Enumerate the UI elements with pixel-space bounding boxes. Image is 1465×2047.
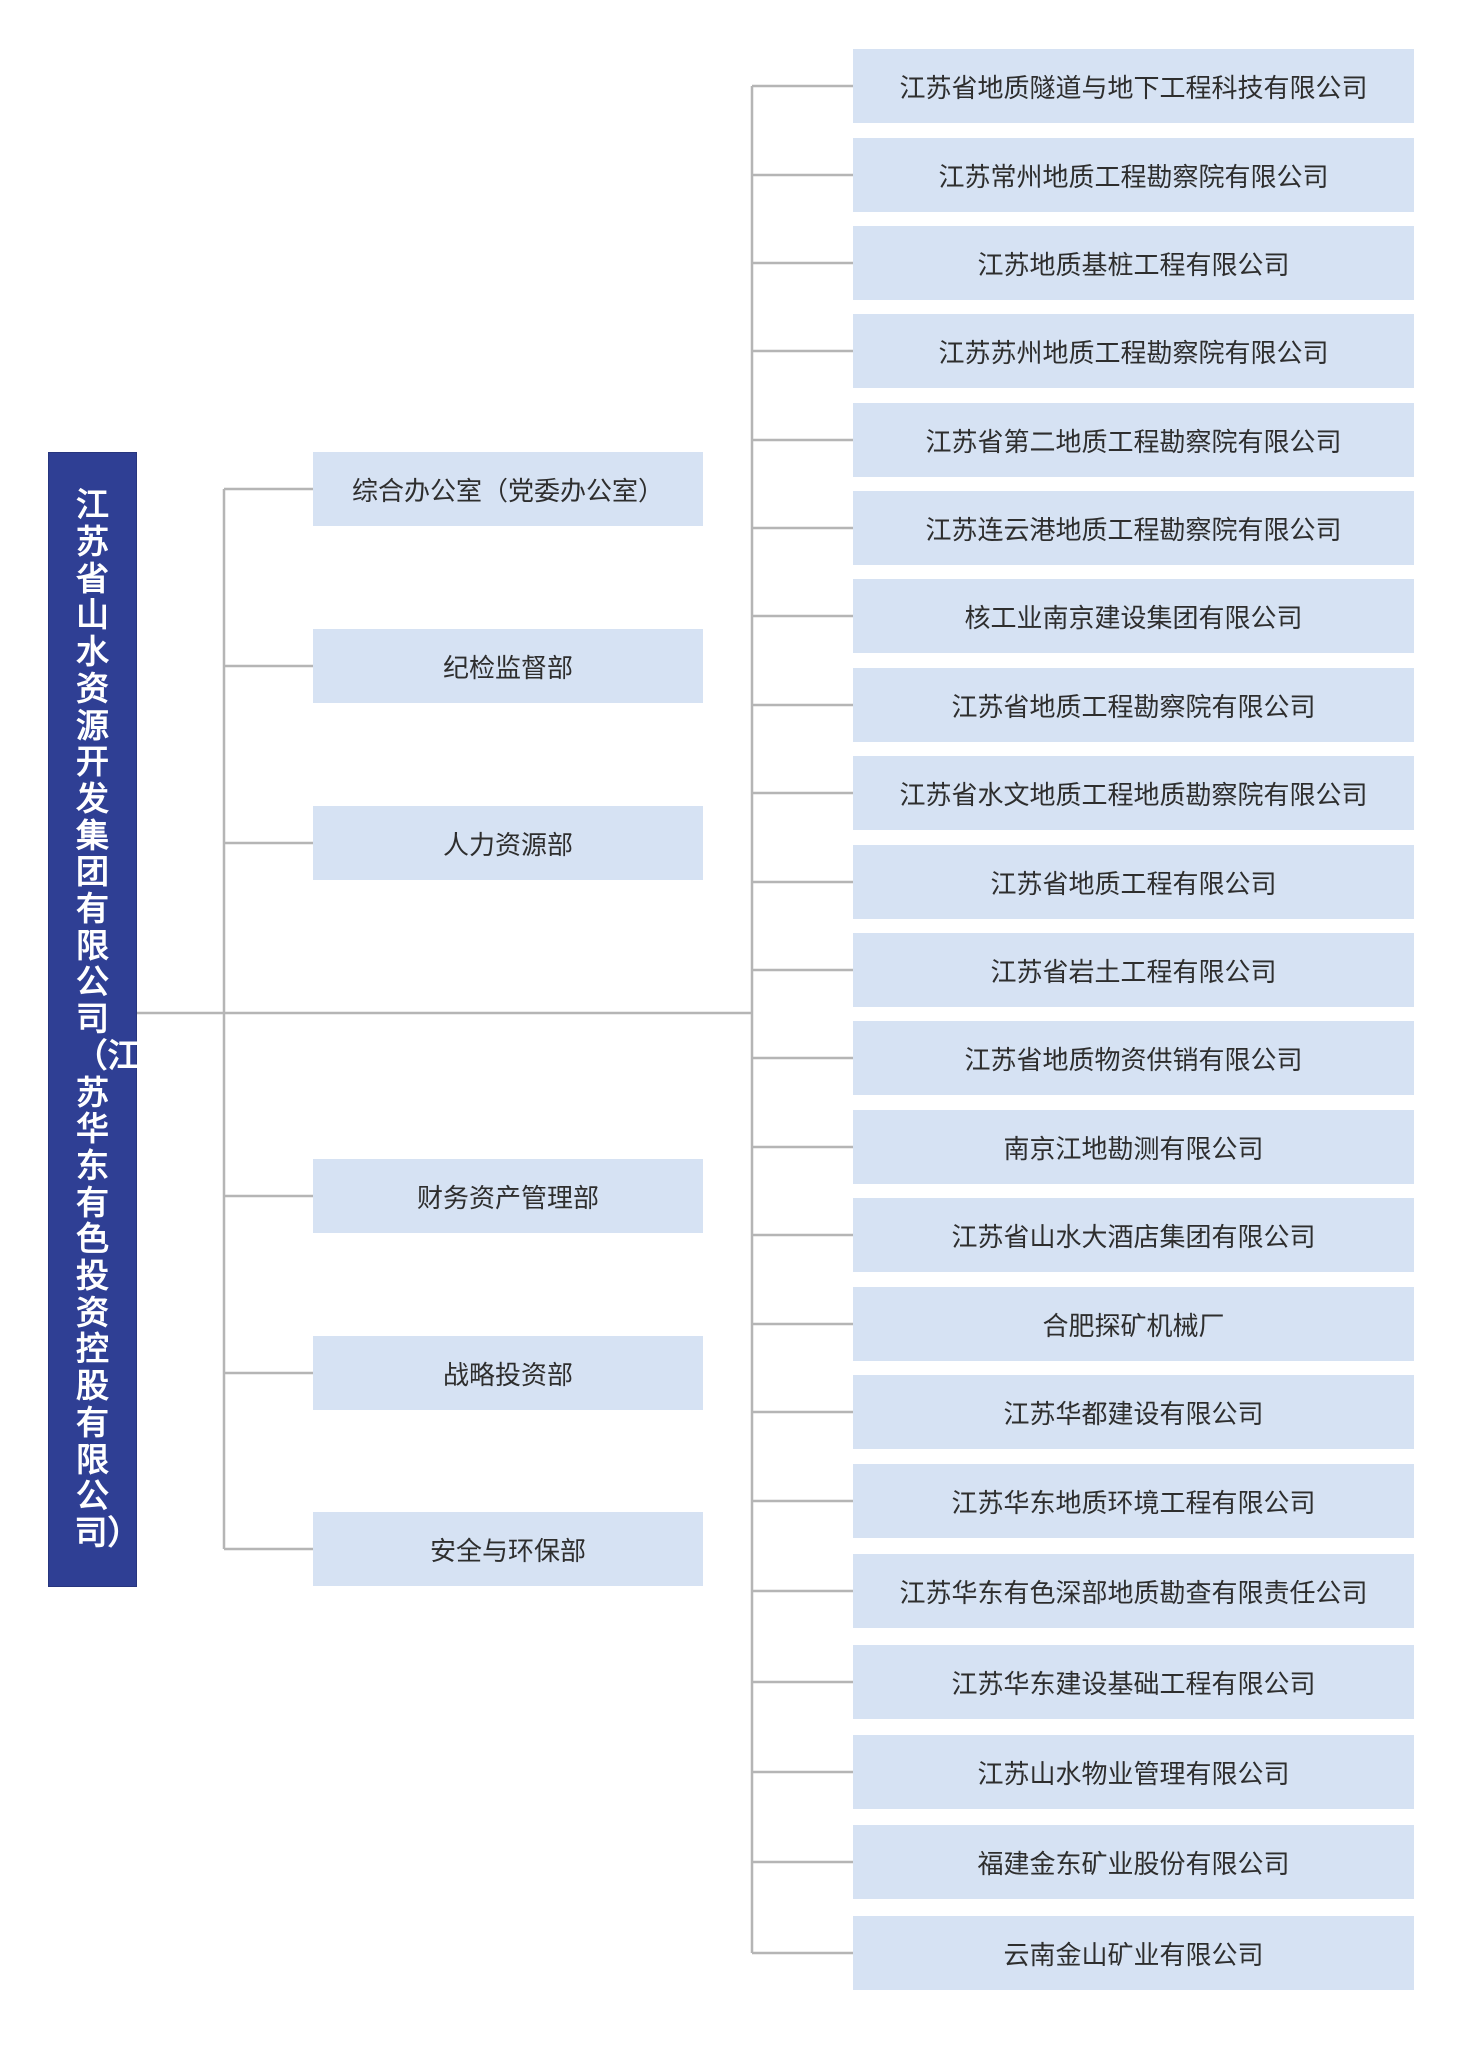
subsidiary-label: 云南金山矿业有限公司 <box>1003 1940 1264 1971</box>
subsidiary-box: 江苏常州地质工程勘察院有限公司 <box>853 138 1414 212</box>
subsidiary-box: 江苏连云港地质工程勘察院有限公司 <box>853 491 1414 565</box>
subsidiary-label: 江苏省地质工程勘察院有限公司 <box>951 692 1316 723</box>
subsidiary-label: 江苏常州地质工程勘察院有限公司 <box>938 162 1329 193</box>
subsidiary-label: 福建金东矿业股份有限公司 <box>977 1849 1290 1880</box>
department-label: 战略投资部 <box>442 1360 573 1391</box>
subsidiary-label: 江苏省水文地质工程地质勘察院有限公司 <box>899 780 1368 811</box>
subsidiary-box: 江苏华都建设有限公司 <box>853 1375 1414 1449</box>
subsidiary-box: 江苏地质基桩工程有限公司 <box>853 226 1414 300</box>
subsidiary-label: 合肥探矿机械厂 <box>1042 1311 1225 1342</box>
subsidiary-label: 核工业南京建设集团有限公司 <box>964 603 1303 634</box>
subsidiary-box: 江苏省地质隧道与地下工程科技有限公司 <box>853 49 1414 123</box>
subsidiary-box: 核工业南京建设集团有限公司 <box>853 579 1414 653</box>
subsidiary-label: 江苏省地质物资供销有限公司 <box>964 1045 1303 1076</box>
subsidiary-box: 江苏省地质物资供销有限公司 <box>853 1021 1414 1095</box>
subsidiary-label: 江苏省地质工程有限公司 <box>990 869 1277 900</box>
department-label: 综合办公室（党委办公室） <box>351 476 664 507</box>
department-label: 财务资产管理部 <box>416 1183 599 1214</box>
subsidiary-box: 南京江地勘测有限公司 <box>853 1110 1414 1184</box>
subsidiary-label: 江苏省第二地质工程勘察院有限公司 <box>925 427 1342 458</box>
department-box: 综合办公室（党委办公室） <box>313 452 703 526</box>
subsidiary-label: 南京江地勘测有限公司 <box>1003 1134 1264 1165</box>
department-label: 纪检监督部 <box>442 653 573 684</box>
subsidiary-label: 江苏山水物业管理有限公司 <box>977 1759 1290 1790</box>
subsidiary-label: 江苏华都建设有限公司 <box>1003 1399 1264 1430</box>
subsidiary-box: 江苏省第二地质工程勘察院有限公司 <box>853 403 1414 477</box>
subsidiary-box: 江苏华东建设基础工程有限公司 <box>853 1645 1414 1719</box>
department-box: 安全与环保部 <box>313 1512 703 1586</box>
subsidiary-label: 江苏苏州地质工程勘察院有限公司 <box>938 338 1329 369</box>
subsidiary-box: 江苏省地质工程勘察院有限公司 <box>853 668 1414 742</box>
subsidiary-box: 江苏省山水大酒店集团有限公司 <box>853 1198 1414 1272</box>
subsidiary-label: 江苏省岩土工程有限公司 <box>990 957 1277 988</box>
subsidiary-box: 江苏山水物业管理有限公司 <box>853 1735 1414 1809</box>
subsidiary-label: 江苏省地质隧道与地下工程科技有限公司 <box>899 73 1368 104</box>
department-label: 安全与环保部 <box>429 1536 586 1567</box>
department-box: 纪检监督部 <box>313 629 703 703</box>
subsidiary-label: 江苏华东建设基础工程有限公司 <box>951 1669 1316 1700</box>
subsidiary-box: 江苏苏州地质工程勘察院有限公司 <box>853 314 1414 388</box>
subsidiary-label: 江苏省山水大酒店集团有限公司 <box>951 1222 1316 1253</box>
department-box: 财务资产管理部 <box>313 1159 703 1233</box>
subsidiary-label: 江苏华东地质环境工程有限公司 <box>951 1488 1316 1519</box>
subsidiary-box: 云南金山矿业有限公司 <box>853 1916 1414 1990</box>
department-box: 战略投资部 <box>313 1336 703 1410</box>
subsidiary-box: 江苏华东地质环境工程有限公司 <box>853 1464 1414 1538</box>
subsidiary-label: 江苏连云港地质工程勘察院有限公司 <box>925 515 1342 546</box>
subsidiary-box: 福建金东矿业股份有限公司 <box>853 1825 1414 1899</box>
department-box: 人力资源部 <box>313 806 703 880</box>
subsidiary-label: 江苏华东有色深部地质勘查有限责任公司 <box>899 1578 1368 1609</box>
subsidiary-box: 江苏华东有色深部地质勘查有限责任公司 <box>853 1554 1414 1628</box>
root-company-title: 江苏省山水资源开发集团有限公司（江苏华东有色投资控股有限公司） <box>74 485 141 1552</box>
root-company-box: 江苏省山水资源开发集团有限公司（江苏华东有色投资控股有限公司） <box>48 452 141 1587</box>
subsidiary-label: 江苏地质基桩工程有限公司 <box>977 250 1290 281</box>
subsidiary-box: 合肥探矿机械厂 <box>853 1287 1414 1361</box>
subsidiary-box: 江苏省水文地质工程地质勘察院有限公司 <box>853 756 1414 830</box>
subsidiary-box: 江苏省地质工程有限公司 <box>853 845 1414 919</box>
department-label: 人力资源部 <box>442 830 573 861</box>
subsidiary-box: 江苏省岩土工程有限公司 <box>853 933 1414 1007</box>
